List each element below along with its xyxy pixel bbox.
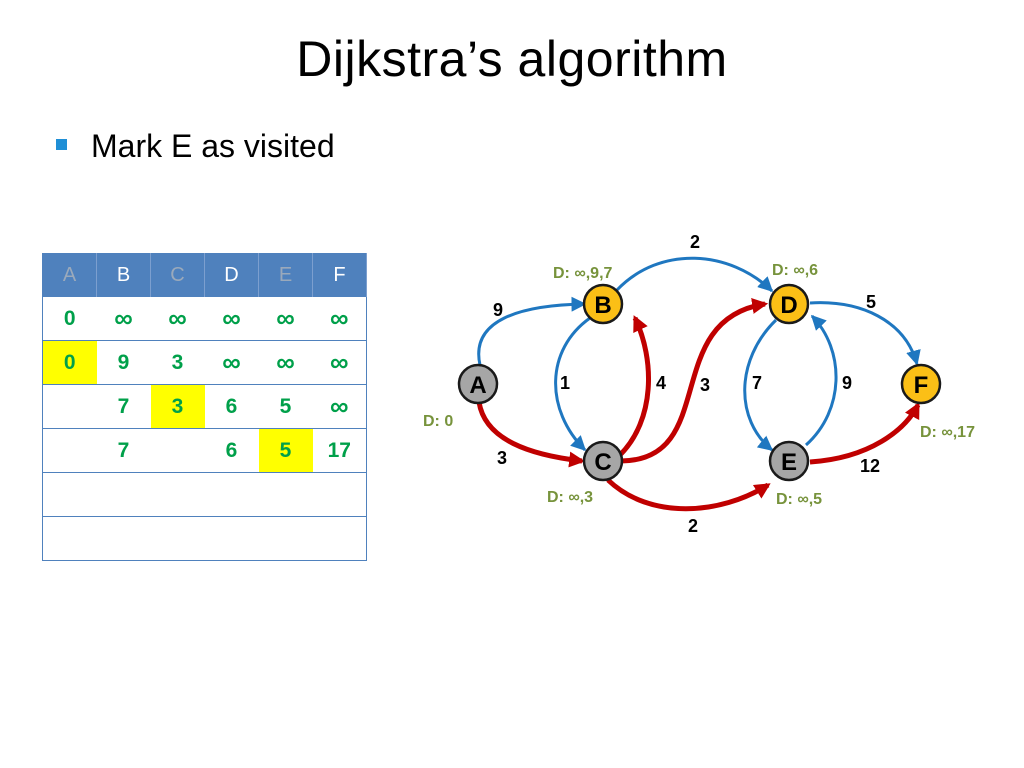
distance-label-f: D: ∞,17 <box>920 424 975 441</box>
node-a-label: A <box>469 372 486 399</box>
node-c: C <box>582 440 624 482</box>
node-d: D <box>768 283 810 325</box>
weight-b-d: 2 <box>690 232 700 252</box>
table-row: 7 3 6 5 ∞ <box>42 384 367 429</box>
table-cell: 5 <box>258 384 313 429</box>
edge-weights: 9 3 1 4 2 3 2 7 9 5 12 <box>493 232 880 536</box>
edge-c-d <box>620 298 769 464</box>
weight-d-e: 7 <box>752 373 762 393</box>
table-cell <box>312 516 367 561</box>
table-cell: ∞ <box>204 340 259 385</box>
table-cell <box>96 472 151 517</box>
distance-table: A B C D E F 0 ∞ ∞ ∞ ∞ ∞ 0 9 3 ∞ ∞ ∞ 7 3 <box>42 253 367 561</box>
distance-labels: D: 0 D: ∞,9,7 D: ∞,3 D: ∞,6 D: ∞,5 D: ∞,… <box>423 262 975 508</box>
table-cell <box>150 428 205 473</box>
distance-table-header: A B C D E F <box>42 253 367 297</box>
table-cell <box>312 472 367 517</box>
table-cell <box>96 516 151 561</box>
edge-e-f <box>809 402 921 465</box>
weight-e-f: 12 <box>860 456 880 476</box>
bullet-text: Mark E as visited <box>91 128 335 164</box>
node-f-label: F <box>914 372 929 399</box>
table-row: 0 ∞ ∞ ∞ ∞ ∞ <box>42 296 367 341</box>
table-cell: ∞ <box>258 340 313 385</box>
weight-d-f: 5 <box>866 292 876 312</box>
weight-a-b: 9 <box>493 300 503 320</box>
table-cell: 7 <box>96 384 151 429</box>
table-cell: 3 <box>150 384 205 429</box>
table-cell <box>258 516 313 561</box>
graph-nodes: A B C D E F <box>457 283 942 482</box>
header-cell-e: E <box>258 253 313 297</box>
header-cell-d: D <box>204 253 259 297</box>
table-cell: 7 <box>96 428 151 473</box>
table-cell: 5 <box>258 428 313 473</box>
weight-c-b: 4 <box>656 373 666 393</box>
header-cell-b: B <box>96 253 151 297</box>
edge-e-d <box>804 314 838 447</box>
edge-b-d <box>615 256 774 293</box>
table-cell: 6 <box>204 428 259 473</box>
header-cell-a: A <box>42 253 97 297</box>
table-cell: ∞ <box>312 296 367 341</box>
table-cell: ∞ <box>258 296 313 341</box>
table-row <box>42 472 367 517</box>
table-cell: 6 <box>204 384 259 429</box>
bullet-square-icon <box>56 139 67 150</box>
edge-c-e <box>606 478 771 512</box>
table-cell <box>204 472 259 517</box>
table-cell: ∞ <box>312 340 367 385</box>
weight-c-d: 3 <box>700 375 710 395</box>
edge-b-c <box>554 316 591 452</box>
weight-a-c: 3 <box>497 448 507 468</box>
distance-label-c: D: ∞,3 <box>547 489 593 506</box>
node-b: B <box>582 283 624 325</box>
weight-b-c: 1 <box>560 373 570 393</box>
slide-title: Dijkstra’s algorithm <box>296 31 728 87</box>
edge-a-c <box>476 401 586 468</box>
graph-edges <box>476 256 921 512</box>
node-e: E <box>768 440 810 482</box>
node-c-label: C <box>594 449 611 476</box>
edge-d-e <box>743 318 778 452</box>
table-cell: ∞ <box>204 296 259 341</box>
node-d-label: D <box>780 292 797 319</box>
table-cell <box>150 516 205 561</box>
table-cell <box>42 516 97 561</box>
table-cell: 3 <box>150 340 205 385</box>
weight-c-e: 2 <box>688 516 698 536</box>
edge-c-b <box>618 315 651 457</box>
table-cell <box>150 472 205 517</box>
table-cell: ∞ <box>96 296 151 341</box>
table-cell: ∞ <box>312 384 367 429</box>
table-cell <box>42 472 97 517</box>
distance-label-d: D: ∞,6 <box>772 262 818 279</box>
bullet-item: Mark E as visited <box>56 128 335 165</box>
table-cell <box>42 428 97 473</box>
table-row: 7 6 5 17 <box>42 428 367 473</box>
table-cell: 0 <box>42 340 97 385</box>
table-cell: 17 <box>312 428 367 473</box>
edge-d-f <box>809 301 921 366</box>
header-cell-f: F <box>312 253 367 297</box>
weight-e-d: 9 <box>842 373 852 393</box>
node-b-label: B <box>594 292 611 319</box>
table-cell: 0 <box>42 296 97 341</box>
node-a: A <box>457 363 499 405</box>
distance-label-e: D: ∞,5 <box>776 491 822 508</box>
node-e-label: E <box>781 449 797 476</box>
distance-label-b: D: ∞,9,7 <box>553 265 613 282</box>
distance-label-a: D: 0 <box>423 413 453 430</box>
header-cell-c: C <box>150 253 205 297</box>
table-row <box>42 516 367 561</box>
edge-a-b <box>477 296 587 366</box>
table-cell: 9 <box>96 340 151 385</box>
table-row: 0 9 3 ∞ ∞ ∞ <box>42 340 367 385</box>
table-cell <box>204 516 259 561</box>
table-cell <box>258 472 313 517</box>
table-cell: ∞ <box>150 296 205 341</box>
table-cell <box>42 384 97 429</box>
node-f: F <box>900 363 942 405</box>
